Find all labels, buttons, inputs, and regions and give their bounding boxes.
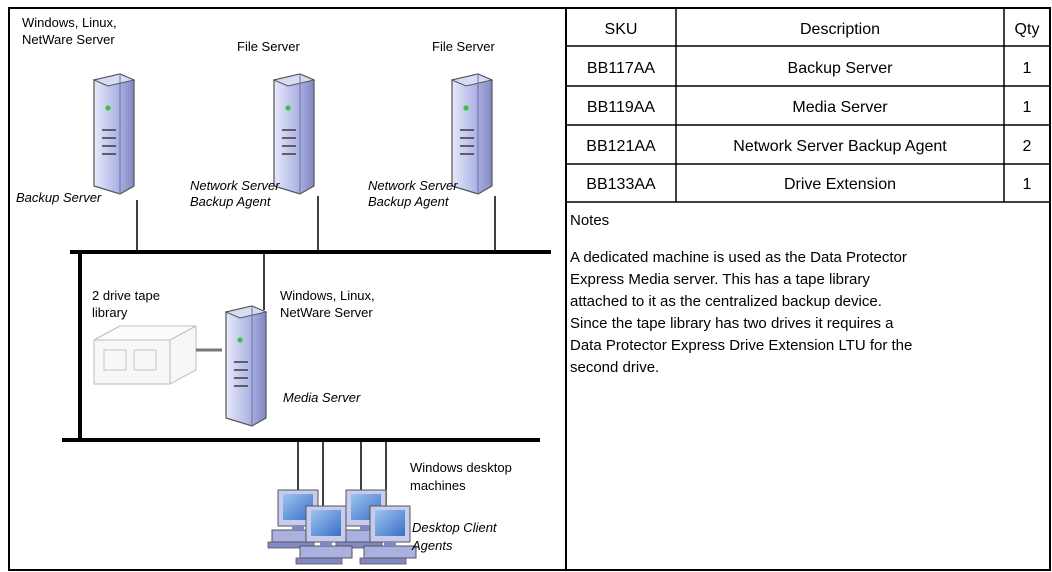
notes-line: second drive.: [570, 359, 659, 376]
table-header-qty: Qty: [1015, 21, 1040, 38]
desktop-role-line: Desktop Client: [412, 520, 498, 535]
server-role-line: Network Server: [368, 178, 458, 193]
notes-line: Data Protector Express Drive Extension L…: [570, 337, 912, 354]
table-cell-qty: 2: [1023, 138, 1032, 155]
server-role-line: Media Server: [283, 390, 361, 405]
server-title-line: File Server: [432, 39, 496, 54]
notes-line: Since the tape library has two drives it…: [570, 315, 894, 332]
server-backup: Windows, Linux, NetWare Server Backup Se…: [16, 15, 135, 205]
notes-line: attached to it as the centralized backup…: [570, 293, 882, 310]
sku-table: SKU Description Qty BB117AA Backup Serve…: [566, 8, 1050, 203]
server-role-line: Backup Agent: [368, 194, 450, 209]
tape-library: 2 drive tape library: [92, 288, 222, 385]
notes-heading: Notes: [570, 212, 609, 229]
table-header-description: Description: [800, 21, 880, 38]
server-file-2: File Server Network Server Backup Agent: [368, 39, 496, 209]
tape-library-icon: [93, 325, 197, 385]
server-tower-icon: [273, 73, 315, 195]
server-title-line: Windows, Linux,: [22, 15, 117, 30]
table-header-sku: SKU: [605, 21, 638, 38]
desktop-title-line: Windows desktop: [410, 460, 512, 475]
desktop-role-line: Agents: [411, 538, 453, 553]
server-role-line: Network Server: [190, 178, 280, 193]
notes-line: Express Media server. This has a tape li…: [570, 271, 870, 288]
server-title-line: NetWare Server: [280, 305, 373, 320]
server-title-line: File Server: [237, 39, 301, 54]
notes-section: Notes A dedicated machine is used as the…: [570, 212, 912, 376]
server-file-1: File Server Network Server Backup Agent: [190, 39, 315, 209]
table-cell-sku: BB121AA: [586, 138, 656, 155]
notes-line: A dedicated machine is used as the Data …: [570, 249, 907, 266]
server-tower-icon: [93, 73, 135, 195]
server-title-line: Windows, Linux,: [280, 288, 375, 303]
server-title-line: NetWare Server: [22, 32, 115, 47]
desktop-group: Windows desktop machines Desktop Client …: [267, 460, 512, 565]
tape-library-label-line: library: [92, 305, 128, 320]
table-cell-qty: 1: [1023, 176, 1032, 193]
server-role-line: Backup Server: [16, 190, 102, 205]
table-cell-qty: 1: [1023, 99, 1032, 116]
table-cell-sku: BB117AA: [587, 60, 656, 77]
table-cell-sku: BB133AA: [586, 176, 656, 193]
server-tower-icon: [225, 305, 267, 427]
table-cell-description: Media Server: [792, 99, 888, 116]
tape-library-label-line: 2 drive tape: [92, 288, 160, 303]
table-cell-qty: 1: [1023, 60, 1032, 77]
table-cell-sku: BB119AA: [587, 99, 656, 116]
server-tower-icon: [451, 73, 493, 195]
table-cell-description: Drive Extension: [784, 176, 896, 193]
server-media: Windows, Linux, NetWare Server Media Ser…: [225, 288, 375, 427]
desktop-title-line: machines: [410, 478, 466, 493]
server-role-line: Backup Agent: [190, 194, 272, 209]
table-cell-description: Backup Server: [788, 60, 894, 77]
table-cell-description: Network Server Backup Agent: [733, 138, 947, 155]
